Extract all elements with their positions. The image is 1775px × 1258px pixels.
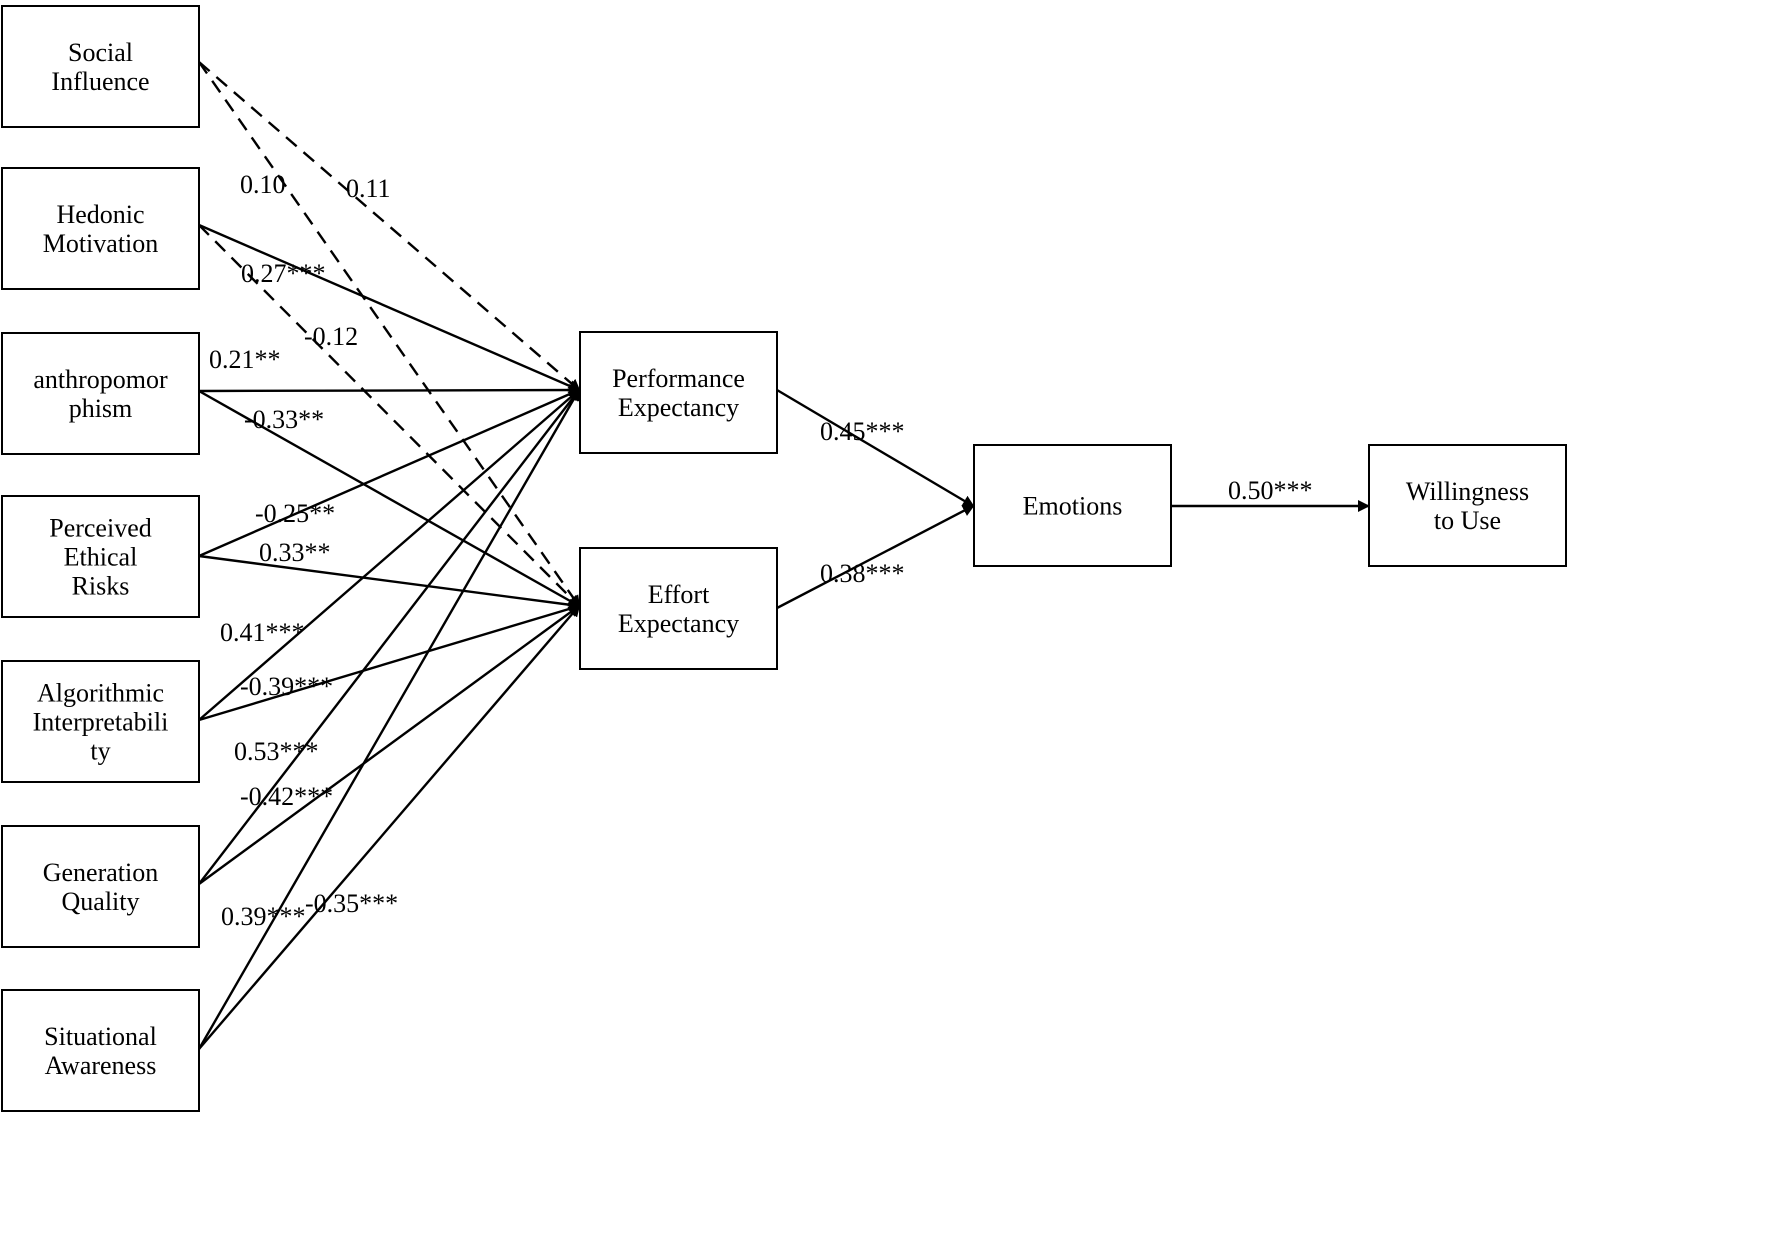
path-hedonic-to-effort	[198, 224, 581, 608]
path-perf-to-emotions	[776, 388, 975, 508]
node-label-line: phism	[69, 394, 133, 423]
node-label-line: Expectancy	[618, 609, 739, 638]
node-label-line: Performance	[612, 364, 745, 393]
coefficient-label-effort-to-emotions: 0.38***	[820, 559, 905, 588]
path-social-to-effort	[198, 61, 581, 608]
coefficient-label-genq-to-effort: -0.42***	[240, 782, 333, 811]
node-box	[579, 331, 778, 454]
node-label-line: Expectancy	[618, 393, 739, 422]
path-ethical-to-effort	[198, 554, 581, 611]
path-social-to-perf	[198, 61, 581, 392]
node-label-line: Emotions	[1023, 492, 1123, 521]
coefficient-label-situ-to-perf: 0.39***	[221, 902, 306, 931]
node-label-line: Algorithmic	[37, 679, 164, 708]
path-ethical-to-perf	[198, 388, 581, 558]
node-label-line: anthropomor	[33, 365, 168, 394]
node-box	[579, 547, 778, 670]
coefficient-label-algo-to-perf: 0.41***	[220, 618, 305, 647]
node-label-line: Effort	[648, 580, 710, 609]
path-situ-to-effort	[198, 604, 581, 1050]
path-genq-to-perf	[198, 388, 581, 885]
path-algo-to-effort	[198, 603, 581, 722]
coefficient-label-social-to-effort: 0.10	[240, 170, 286, 199]
node-label-line: Interpretabili	[33, 708, 169, 737]
path-situ-to-perf	[197, 388, 581, 1050]
node-label-line: Situational	[44, 1022, 157, 1051]
node-emotions: Emotions	[973, 444, 1172, 567]
coefficient-label-anthro-to-effort: -0.33**	[244, 405, 324, 434]
coefficient-label-social-to-perf: 0.11	[346, 174, 391, 203]
coefficient-label-perf-to-emotions: 0.45***	[820, 417, 905, 446]
node-box	[1, 332, 200, 455]
node-label-line: to Use	[1434, 506, 1501, 535]
node-box	[1, 825, 200, 948]
coefficient-label-anthro-to-perf: 0.21**	[209, 345, 281, 374]
node-box	[1, 5, 200, 128]
path-algo-to-perf	[198, 388, 581, 721]
node-label-line: Quality	[62, 887, 140, 916]
path-effort-to-emotions	[776, 504, 975, 610]
coefficient-label-hedonic-to-effort: -0.12	[304, 322, 358, 351]
node-label-line: Social	[68, 38, 133, 67]
node-label-line: Motivation	[43, 229, 159, 258]
node-label-line: Awareness	[45, 1051, 157, 1080]
node-box	[1, 167, 200, 290]
node-label-line: ty	[90, 737, 110, 766]
coefficient-label-situ-to-effort: -0.35***	[305, 889, 398, 918]
node-label-line: Influence	[51, 67, 149, 96]
coefficient-label-ethical-to-perf: -0.25**	[255, 499, 335, 528]
node-label-line: Generation	[43, 858, 159, 887]
node-box	[1, 495, 200, 618]
coefficient-label-ethical-to-effort: 0.33**	[259, 538, 331, 567]
coefficient-label-genq-to-perf: 0.53***	[234, 737, 319, 766]
path-hedonic-to-perf	[198, 223, 581, 392]
node-label-line: Perceived	[49, 514, 152, 543]
node-box	[1368, 444, 1567, 567]
node-label-line: Ethical	[64, 543, 138, 572]
path-anthro-to-effort	[198, 389, 581, 608]
coefficient-label-emotions-to-willing: 0.50***	[1228, 476, 1313, 505]
node-label-line: Hedonic	[56, 200, 144, 229]
node-label-line: Risks	[72, 572, 130, 601]
coefficient-label-algo-to-effort: -0.39***	[240, 672, 333, 701]
node-box	[1, 989, 200, 1112]
path-genq-to-effort	[198, 604, 581, 885]
path-anthro-to-perf	[198, 384, 581, 397]
node-label-line: Willingness	[1406, 477, 1529, 506]
node-box	[973, 444, 1172, 567]
node-box	[1, 660, 200, 783]
coefficient-label-hedonic-to-perf: 0.27***	[241, 259, 326, 288]
